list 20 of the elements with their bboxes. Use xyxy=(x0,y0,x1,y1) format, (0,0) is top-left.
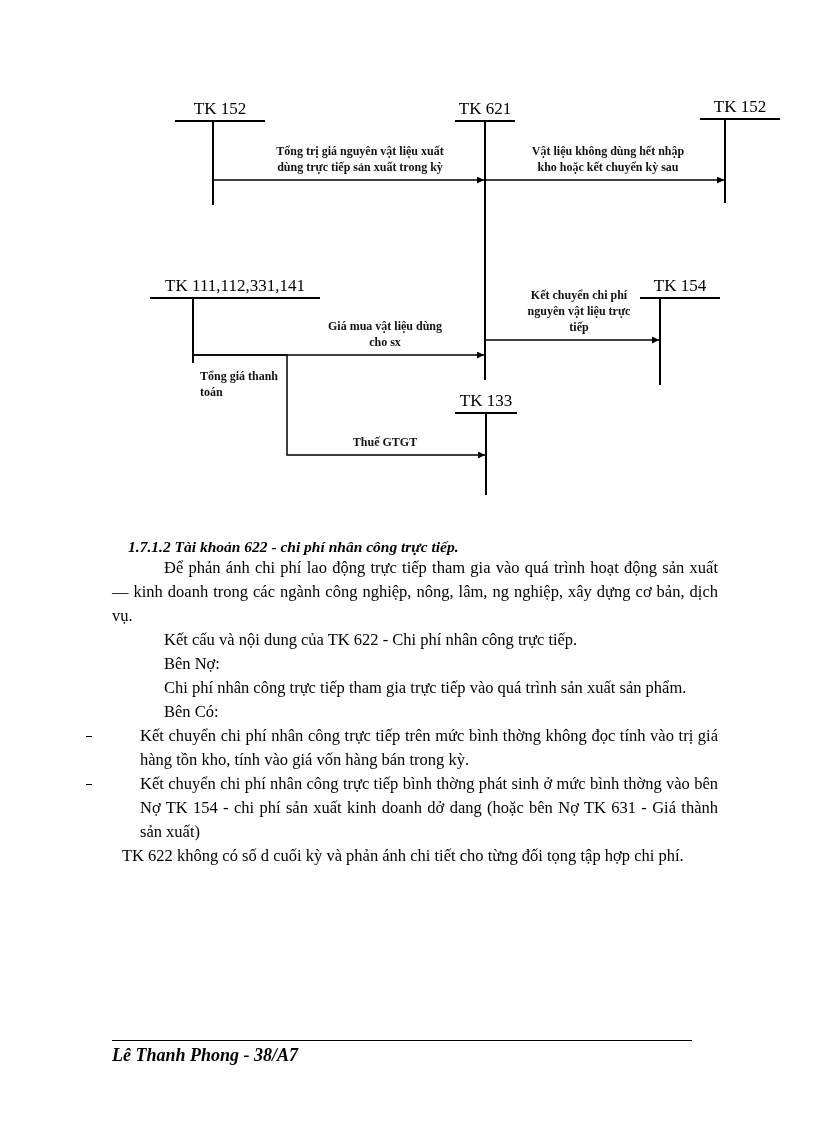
account-title: TK 152 xyxy=(700,96,780,120)
paragraph: Kết cấu và nội dung của TK 622 - Chi phí nhân công trực tiếp. xyxy=(163,629,579,651)
account-title: TK 152 xyxy=(175,98,265,122)
arrow xyxy=(193,354,486,459)
list-item: Kết chuyển chi phí nhân công trực tiếp trên mức bình thờng không đọc tính vào trị giá hàng tồn kho, tính vào giá vốn hàng bán trong kỳ. xyxy=(140,725,718,771)
paragraph: Bên Có: xyxy=(163,701,220,723)
paragraph: Để phản ánh chi phí lao động trực tiếp tham gia vào quá trình hoạt động sản xuất — kinh doanh trong các ngành công nghiệp, nông, lâm, ng nghiệp, xây dựng cơ bản, dịch vụ. xyxy=(112,557,718,627)
arrow xyxy=(213,176,485,184)
account-title: TK 154 xyxy=(640,275,720,299)
arrow xyxy=(485,336,660,344)
account-title: TK 133 xyxy=(455,390,517,414)
section-heading: 1.7.1.2 Tài khoản 622 - chi phí nhân công trực tiếp. xyxy=(128,538,460,556)
footer-text: Lê Thanh Phong - 38/A7 xyxy=(112,1040,692,1067)
paragraph: TK 622 không có số d cuối kỳ và phản ánh chi tiết cho từng đối tọng tập hợp chi phí. xyxy=(122,845,685,867)
account-title: TK 621 xyxy=(455,98,515,122)
account-title: TK 111,112,331,141 xyxy=(150,275,320,299)
paragraph: Bên Nợ: xyxy=(163,653,221,675)
paragraph: Chi phí nhân công trực tiếp tham gia trực tiếp vào quá trình sản xuất sản phẩm. xyxy=(163,677,688,699)
arrow xyxy=(485,176,725,184)
list-item: Kết chuyển chi phí nhân công trực tiếp bình thờng phát sinh ở mức bình thờng vào bên Nợ TK 154 - chi phí sản xuất kinh doanh dở dang (hoặc bên Nợ TK 631 - Giá thành sản xuất) xyxy=(140,773,718,843)
